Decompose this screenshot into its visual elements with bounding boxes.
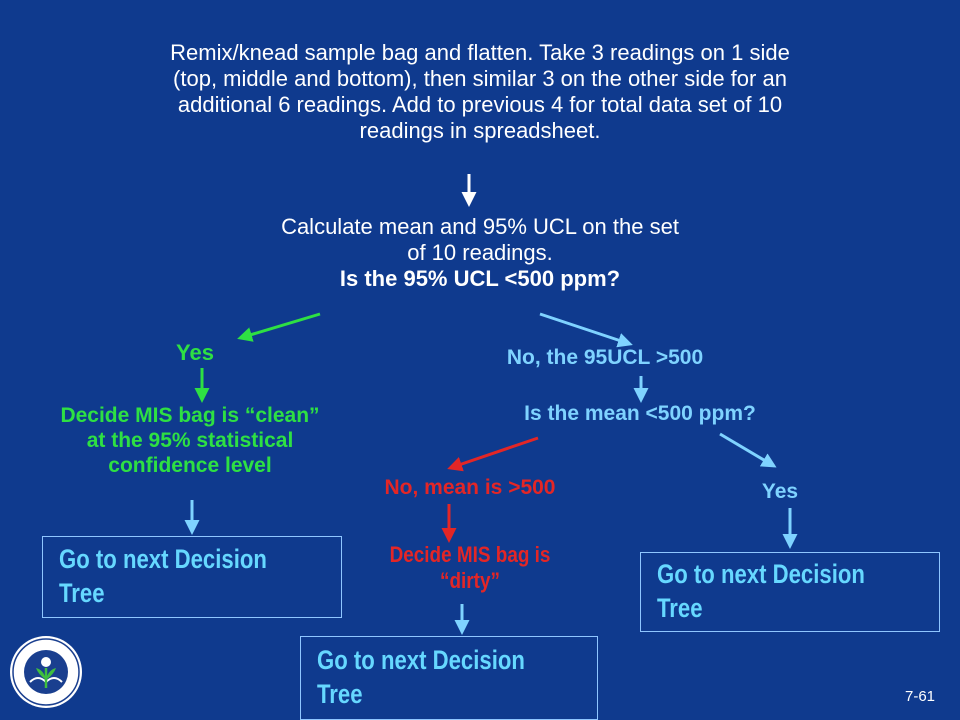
- clean-decision-line3: confidence level: [108, 453, 272, 477]
- step1-line3: additional 6 readings. Add to previous 4…: [177, 91, 783, 117]
- slide-number: 7-61: [904, 688, 936, 705]
- step1-line1: Remix/knead sample bag and flatten. Take…: [170, 40, 790, 65]
- step1-instructions: Remix/knead sample bag and flatten. Take…: [40, 40, 920, 144]
- dirty-decision-line1: Decide MIS bag is: [389, 542, 551, 567]
- step1-line4: readings in spreadsheet.: [359, 117, 601, 143]
- step1-line2: (top, middle and bottom), then similar 3…: [173, 65, 787, 91]
- step2-question: Is the 95% UCL <500 ppm?: [339, 265, 621, 291]
- next-tree-box-clean[interactable]: Go to next Decision Tree: [42, 536, 342, 618]
- clean-decision-line1: Decide MIS bag is “clean”: [60, 404, 320, 427]
- yes-mean-label: Yes: [761, 480, 799, 503]
- no-mean-label: No, mean is >500: [384, 476, 556, 499]
- mean-question: Is the mean <500 ppm?: [524, 402, 756, 425]
- next-tree-clean-label: Go to next Decision Tree: [59, 544, 267, 608]
- step2-line2: of 10 readings.: [407, 239, 553, 265]
- step2-calculation: Calculate mean and 95% UCL on the set of…: [160, 214, 800, 292]
- next-tree-dirty-label: Go to next Decision Tree: [317, 645, 525, 709]
- no-ucl-label: No, the 95UCL >500: [506, 346, 704, 369]
- epa-seal-icon: [10, 636, 82, 708]
- arrow-mean-to-yes: [719, 432, 777, 468]
- dirty-decision: Decide MIS bag is “dirty”: [340, 542, 600, 594]
- arrow-mean-to-no: [447, 436, 539, 472]
- yes-label: Yes: [176, 340, 214, 365]
- step2-line1: Calculate mean and 95% UCL on the set: [281, 214, 679, 239]
- clean-decision-line2: at the 95% statistical: [86, 428, 294, 452]
- next-tree-yes-label: Go to next Decision Tree: [657, 559, 865, 623]
- clean-decision: Decide MIS bag is “clean” at the 95% sta…: [10, 404, 370, 478]
- dirty-decision-line2: “dirty”: [440, 567, 500, 593]
- arrow-to-no: [539, 312, 633, 348]
- next-tree-box-yes[interactable]: Go to next Decision Tree: [640, 552, 940, 632]
- arrow-to-yes: [237, 312, 321, 342]
